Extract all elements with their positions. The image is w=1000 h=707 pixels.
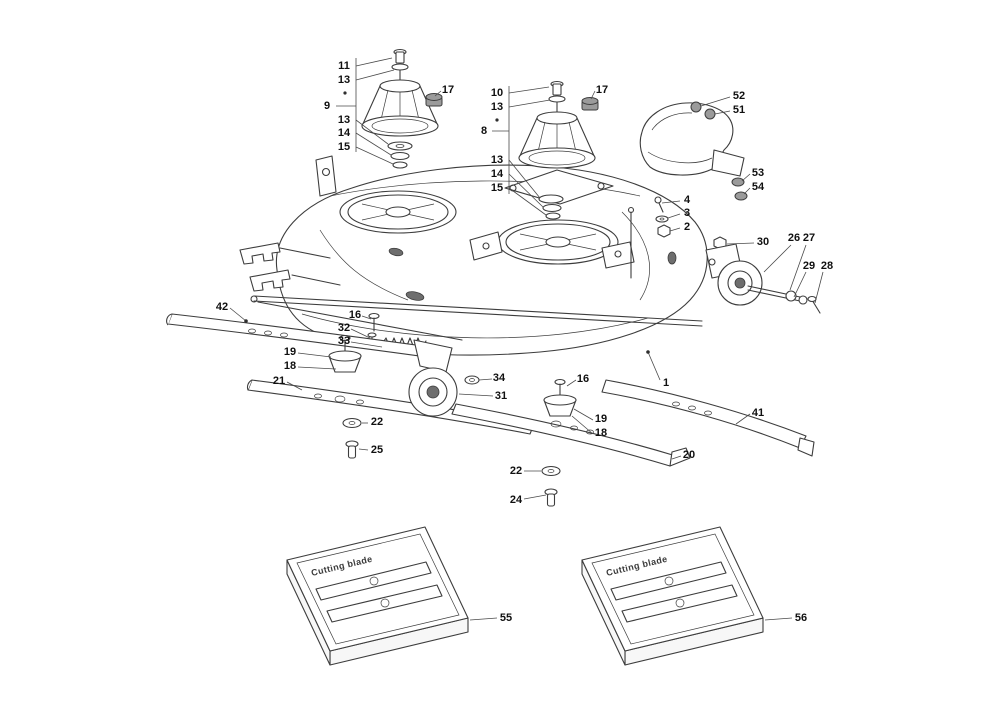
- blade-box-right: Cutting blade: [581, 526, 764, 666]
- spindle-assembly-center: [504, 80, 614, 220]
- knob-52: [690, 101, 702, 113]
- blade-hub-right: [543, 378, 577, 417]
- belt-cover: [639, 101, 748, 201]
- blade-left-lower: [246, 379, 535, 435]
- washers-and-bolts: [342, 417, 561, 507]
- spindle-assembly-left: [361, 48, 443, 169]
- lift-brackets: [239, 242, 341, 292]
- small-hardware-right: [654, 196, 727, 250]
- rear-wheel-assembly: [705, 243, 821, 314]
- mower-deck: [275, 155, 708, 356]
- leader-lines: [229, 57, 824, 621]
- blade-box-left: Cutting blade: [286, 526, 469, 666]
- blade-right: [601, 379, 815, 457]
- cap-53: [731, 177, 745, 187]
- blade-bottom-center: [451, 403, 691, 467]
- front-caster-wheel: [408, 339, 480, 417]
- blade-hub-left: [328, 334, 362, 373]
- cap-17-center: [581, 97, 599, 111]
- knob-51: [704, 108, 716, 120]
- cap-17-left: [425, 93, 443, 107]
- washer-34: [464, 375, 480, 385]
